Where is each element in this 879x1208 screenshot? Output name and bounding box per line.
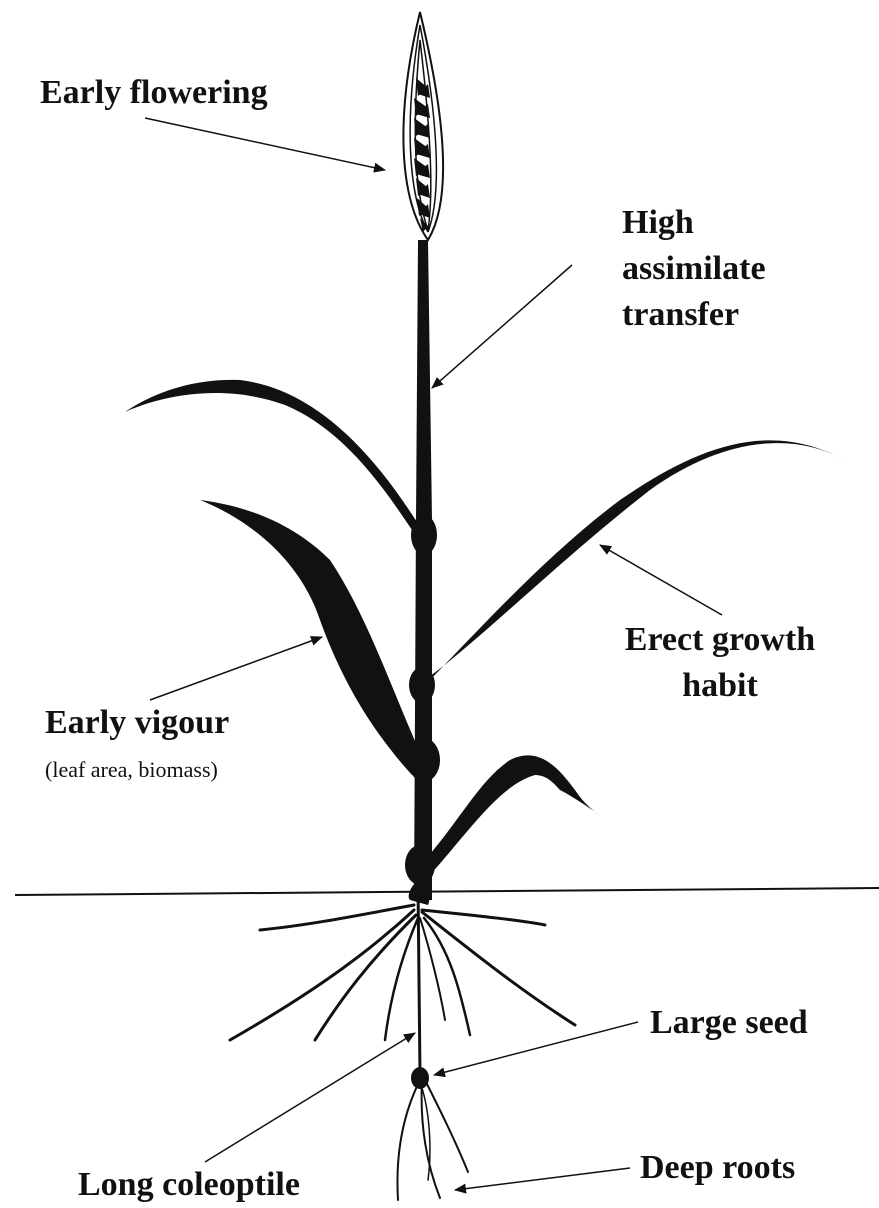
arrow-large-seed — [434, 1022, 638, 1075]
arrow-erect-growth — [600, 545, 722, 615]
label-early-vigour: Early vigour — [45, 703, 229, 744]
seed — [411, 1067, 429, 1089]
label-high-assimilate-line3: transfer — [622, 295, 739, 336]
arrow-coleoptile — [205, 1033, 415, 1162]
ground-line — [15, 888, 879, 895]
arrow-early-flowering — [145, 118, 385, 170]
label-early-flowering: Early flowering — [40, 73, 268, 114]
roots — [230, 885, 575, 1200]
wheat-ear — [403, 12, 443, 240]
arrow-deep-roots — [455, 1168, 630, 1190]
label-high-assimilate-line2: assimilate — [622, 249, 766, 290]
label-long-coleoptile: Long coleoptile — [78, 1165, 300, 1206]
label-deep-roots: Deep roots — [640, 1148, 795, 1189]
arrow-early-vigour — [150, 637, 322, 700]
stem — [414, 240, 432, 900]
label-erect-growth-line2: habit — [610, 666, 830, 707]
label-large-seed: Large seed — [650, 1003, 808, 1044]
arrow-assimilate — [432, 265, 572, 388]
label-erect-growth-line1: Erect growth — [610, 620, 830, 661]
label-early-vigour-note: (leaf area, biomass) — [45, 757, 218, 783]
label-high-assimilate-line1: High — [622, 203, 694, 244]
